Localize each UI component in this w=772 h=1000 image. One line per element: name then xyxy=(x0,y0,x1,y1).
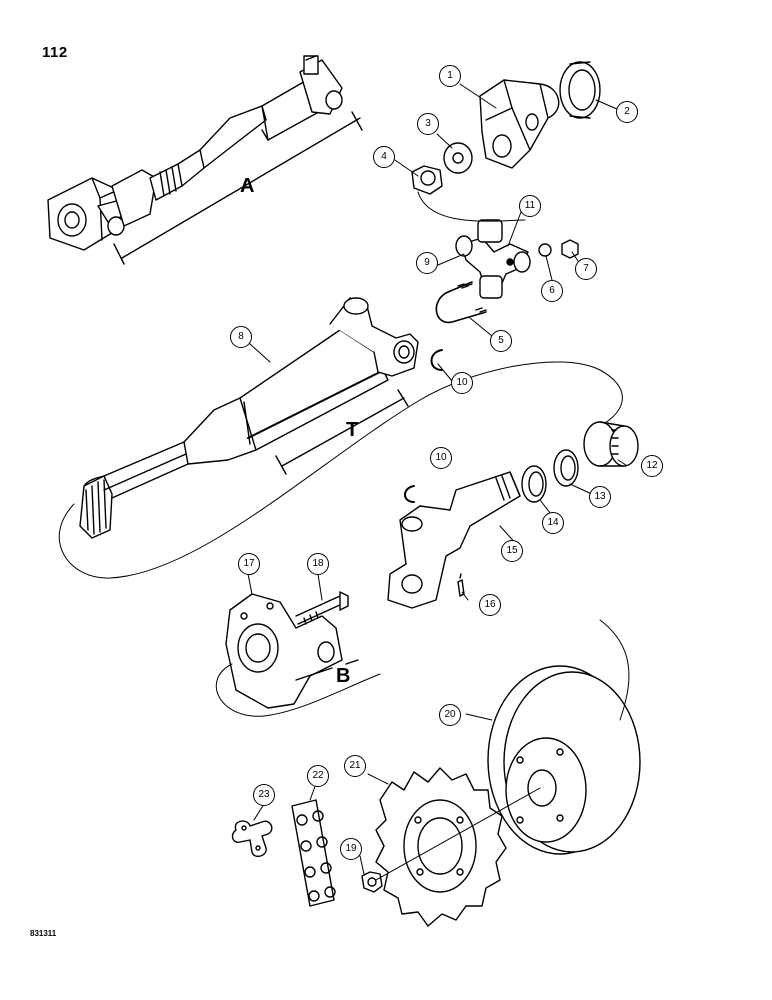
callout-15: 15 xyxy=(501,540,523,562)
callout-10-lower: 10 xyxy=(430,447,452,469)
callout-16: 16 xyxy=(479,594,501,616)
callout-13: 13 xyxy=(589,486,611,508)
upper-drive-shaft xyxy=(48,56,362,264)
connecting-link-23 xyxy=(233,821,272,856)
universal-joint-cross xyxy=(436,220,578,322)
slip-yoke-parts xyxy=(388,422,638,608)
chain-22 xyxy=(292,800,335,906)
callout-18: 18 xyxy=(307,553,329,575)
snap-ring-10-upper xyxy=(432,350,443,370)
brake-disc-20 xyxy=(488,620,640,854)
callout-23: 23 xyxy=(253,784,275,806)
flange-yoke-17 xyxy=(216,592,380,716)
callout-12: 12 xyxy=(641,455,663,477)
end-yoke-parts xyxy=(412,62,600,194)
callout-10-upper: 10 xyxy=(451,372,473,394)
main-shaft-8 xyxy=(80,298,418,538)
callout-6: 6 xyxy=(541,280,563,302)
leader-curve-4 xyxy=(418,192,525,221)
sprocket-21 xyxy=(362,768,540,926)
figure-reference: 831311 xyxy=(30,929,57,938)
callout-3: 3 xyxy=(417,113,439,135)
boundary-curve xyxy=(59,362,622,578)
callout-1: 1 xyxy=(439,65,461,87)
callout-19: 19 xyxy=(340,838,362,860)
dimension-label-b: B xyxy=(336,665,351,687)
callout-21: 21 xyxy=(344,755,366,777)
callout-2: 2 xyxy=(616,101,638,123)
callout-8: 8 xyxy=(230,326,252,348)
callout-7: 7 xyxy=(575,258,597,280)
leader-lines xyxy=(248,84,626,874)
callout-4: 4 xyxy=(373,146,395,168)
callout-11: 11 xyxy=(519,195,541,217)
dimension-label-t: T xyxy=(346,419,359,441)
callout-22: 22 xyxy=(307,765,329,787)
callout-14: 14 xyxy=(542,512,564,534)
callout-17: 17 xyxy=(238,553,260,575)
dimension-label-a: A xyxy=(240,175,255,197)
callout-5: 5 xyxy=(490,330,512,352)
callout-20: 20 xyxy=(439,704,461,726)
page-number: 112 xyxy=(42,44,68,61)
callout-9: 9 xyxy=(416,252,438,274)
